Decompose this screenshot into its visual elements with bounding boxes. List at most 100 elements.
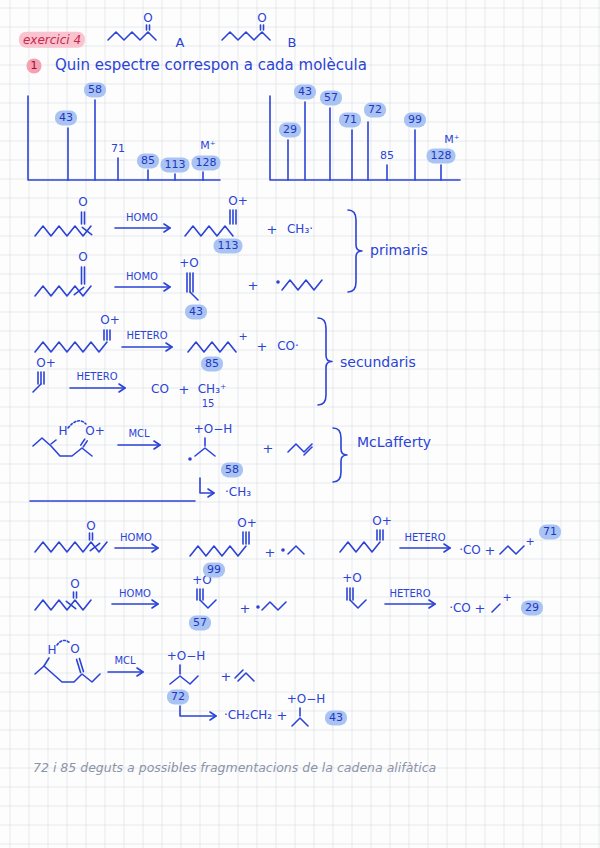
grid-line (48, 0, 49, 848)
bond (492, 604, 500, 612)
reaction-arrow (115, 286, 170, 288)
spectrum-peak (367, 122, 369, 180)
annotation-label: ·CO (459, 544, 481, 558)
arrow-head (154, 441, 160, 449)
skeletal-formula (33, 438, 92, 456)
annotation-label: +O−H (287, 693, 326, 707)
annotation-label: + (179, 383, 190, 398)
spectrum-peak (94, 100, 96, 180)
node-text: 43 (298, 85, 312, 98)
grid-line (0, 293, 600, 294)
grid-line (0, 616, 600, 617)
annotation-label: McLafferty (357, 434, 431, 450)
annotation-label: + (240, 602, 251, 617)
grid-line (523, 0, 524, 848)
skeletal-formula (108, 32, 156, 40)
grid-line (0, 160, 600, 161)
annotation-label: HOMO (120, 532, 152, 544)
mass-highlight: 43 (325, 710, 347, 725)
annotation-label: 71 (111, 143, 125, 156)
grid-line (0, 27, 600, 28)
annotation-label: O+ (85, 425, 105, 439)
annotation-label: ·CO (449, 602, 471, 616)
triple-bond (235, 210, 237, 224)
arrow-head (152, 600, 158, 608)
spectrum-peak (202, 172, 204, 180)
grid-line (390, 0, 391, 848)
annotation-label: O+ (36, 357, 56, 371)
curly-bracket (348, 210, 362, 292)
annotation-label: + (502, 592, 511, 605)
mass-highlight: 113 (214, 238, 243, 253)
grid-line (0, 483, 600, 484)
bond (51, 440, 56, 444)
skeletal-formula (35, 286, 91, 296)
node-text: 29 (283, 123, 297, 136)
triple-bond (232, 210, 234, 224)
annotation-label: 15 (202, 398, 215, 410)
reaction-arrow (115, 547, 158, 549)
node-text: 58 (225, 463, 239, 476)
annotation-label: O+ (372, 515, 392, 529)
spectrum-axis (28, 96, 220, 180)
node-text: 57 (324, 91, 338, 104)
triple-bond (202, 589, 204, 600)
arrow-head (119, 384, 125, 392)
bond (179, 665, 181, 674)
skeletal-formula (195, 448, 215, 456)
annotation-label: + (525, 536, 534, 549)
annotation-label: H (58, 425, 67, 439)
arrow-head (444, 544, 450, 552)
mass-highlight: 71 (339, 112, 361, 127)
triple-bond (196, 589, 198, 600)
branch-line (180, 706, 216, 716)
triple-bond (189, 273, 191, 292)
grid-line (0, 8, 600, 9)
cleavage-mark (66, 601, 75, 608)
annotation-label: A (176, 36, 185, 51)
spectrum-peak (287, 140, 289, 180)
annotation-label: M⁺ (200, 140, 215, 153)
annotation-label: O (78, 196, 87, 210)
grid-line (0, 654, 600, 655)
skeletal-formula (35, 226, 91, 236)
annotation-label: +O−H (167, 650, 206, 664)
annotation-label: + (263, 442, 274, 457)
annotation-label: +O−H (194, 423, 233, 437)
mass-highlight: 85 (201, 356, 223, 371)
question-text: Quin espectre correspon a cada molècula (55, 57, 367, 74)
annotation-label: + (265, 546, 276, 561)
triple-bond (382, 530, 384, 540)
double-bond (149, 25, 151, 30)
triple-bond (186, 273, 188, 292)
annotation-label: O+ (237, 517, 257, 531)
skeletal-formula (35, 342, 107, 352)
node-text: 128 (196, 156, 217, 169)
annotation-label: secundaris (340, 354, 416, 370)
node-text: 72 (368, 103, 382, 116)
double-bond (84, 267, 86, 284)
annotation-label: CH₃· (287, 223, 313, 237)
mass-highlight: 43 (294, 84, 316, 99)
annotation-label: O (70, 643, 79, 657)
skeletal-formula (188, 342, 236, 352)
grid-line (162, 0, 163, 848)
double-bond (79, 659, 83, 672)
triple-bond (346, 588, 348, 600)
skeletal-formula (238, 673, 254, 681)
grid-line (0, 312, 600, 313)
spectrum-peak (386, 165, 388, 180)
annotation-label: O (257, 12, 266, 26)
grid-line (0, 673, 600, 674)
skeletal-formula (262, 602, 286, 610)
grid-line (504, 0, 505, 848)
annotation-label: O (78, 251, 87, 265)
annotation-label: MCL (128, 428, 149, 440)
mass-highlight: 29 (521, 600, 543, 615)
node-text: 57 (193, 616, 207, 629)
reaction-arrow (70, 387, 125, 389)
node-text: 43 (329, 711, 343, 724)
annotation-label: CH₃⁺ (198, 383, 227, 397)
triple-bond (229, 210, 231, 224)
